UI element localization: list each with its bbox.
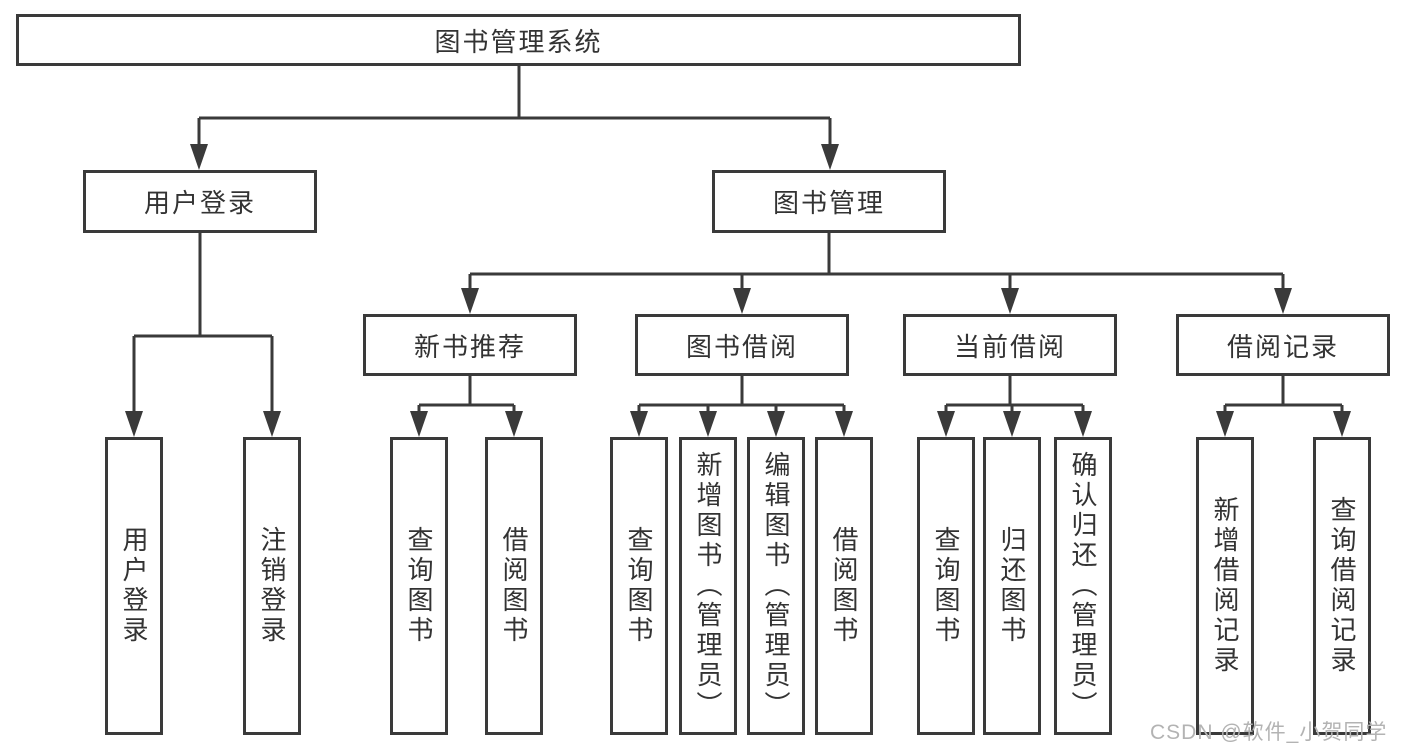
- node-book-management: 图书管理: [712, 170, 946, 233]
- node-borrow-records-label: 借阅记录: [1226, 331, 1339, 362]
- leaf-current-query-label: 查询图书: [931, 526, 961, 646]
- node-root: 图书管理系统: [16, 14, 1021, 66]
- node-root-label: 图书管理系统: [434, 26, 603, 57]
- leaf-logout-label: 注销登录: [257, 526, 287, 646]
- leaf-newbook-query: 查询图书: [390, 437, 448, 735]
- node-book-management-label: 图书管理: [772, 188, 885, 218]
- leaf-record-add: 新增借阅记录: [1196, 437, 1254, 735]
- node-current-borrow-label: 当前借阅: [953, 331, 1066, 362]
- node-user-login: 用户登录: [83, 170, 317, 233]
- leaf-newbook-borrow-label: 借阅图书: [499, 526, 529, 646]
- leaf-current-confirm-admin: 确认归还（管理员）: [1054, 437, 1112, 735]
- node-user-login-label: 用户登录: [143, 188, 256, 218]
- node-book-borrow: 图书借阅: [635, 314, 849, 376]
- leaf-user-login: 用户登录: [105, 437, 163, 735]
- node-borrow-records: 借阅记录: [1176, 314, 1390, 376]
- leaf-borrow-edit-admin-label: 编辑图书（管理员）: [761, 451, 791, 721]
- node-book-borrow-label: 图书借阅: [685, 331, 798, 362]
- leaf-current-query: 查询图书: [917, 437, 975, 735]
- leaf-borrow-edit-admin: 编辑图书（管理员）: [747, 437, 805, 735]
- arrowhead-icons: [125, 144, 1351, 437]
- leaf-borrow-add-admin: 新增图书（管理员）: [679, 437, 737, 735]
- leaf-logout: 注销登录: [243, 437, 301, 735]
- leaf-newbook-borrow: 借阅图书: [485, 437, 543, 735]
- csdn-watermark: CSDN @软件_小贺同学: [1150, 721, 1388, 744]
- leaf-user-login-label: 用户登录: [119, 526, 149, 646]
- branch-lines: [132, 66, 1344, 413]
- leaf-record-add-label: 新增借阅记录: [1210, 496, 1240, 676]
- leaf-newbook-query-label: 查询图书: [404, 526, 434, 646]
- leaf-borrow-add-admin-label: 新增图书（管理员）: [693, 451, 723, 721]
- node-new-book-recommend-label: 新书推荐: [413, 331, 526, 362]
- leaf-borrow-query: 查询图书: [610, 437, 668, 735]
- leaf-borrow-borrow-label: 借阅图书: [829, 526, 859, 646]
- node-new-book-recommend: 新书推荐: [363, 314, 577, 376]
- leaf-record-query-label: 查询借阅记录: [1327, 496, 1357, 676]
- leaf-borrow-borrow: 借阅图书: [815, 437, 873, 735]
- leaf-record-query: 查询借阅记录: [1313, 437, 1371, 735]
- node-current-borrow: 当前借阅: [903, 314, 1117, 376]
- leaf-current-confirm-admin-label: 确认归还（管理员）: [1068, 451, 1098, 721]
- leaf-current-return-label: 归还图书: [997, 526, 1027, 646]
- leaf-current-return: 归还图书: [983, 437, 1041, 735]
- leaf-borrow-query-label: 查询图书: [624, 526, 654, 646]
